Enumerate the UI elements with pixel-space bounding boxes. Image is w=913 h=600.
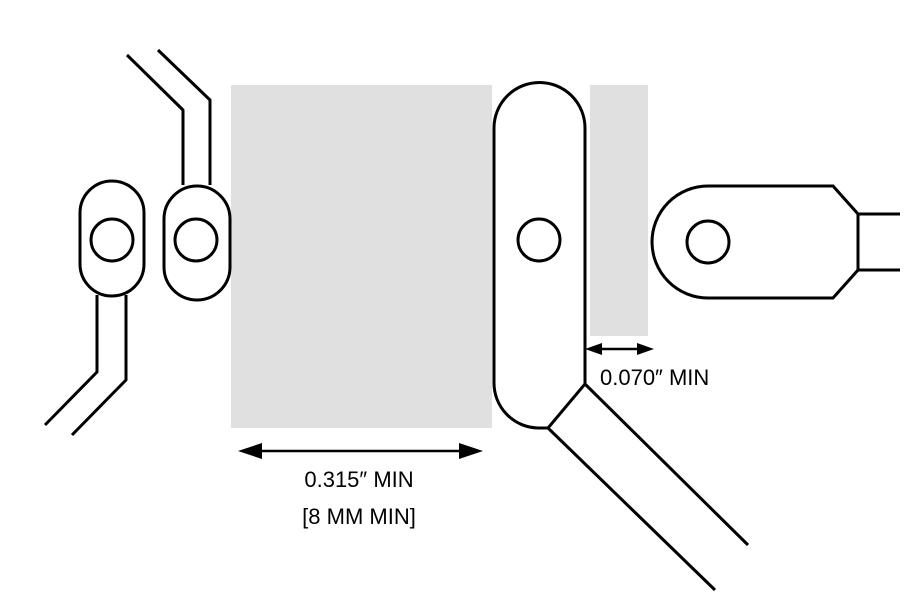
dimension-wide-label: 0.315″ MIN (304, 467, 413, 492)
dimension-wide-arrow-right (459, 443, 483, 459)
pad-center-hole (516, 217, 562, 263)
trace-far-left-outer (43, 295, 99, 427)
pad-center (492, 81, 750, 592)
pad-far-left-hole (89, 217, 135, 263)
pad-left-hole (173, 217, 219, 263)
dimension-narrow-arrow-left (585, 343, 602, 355)
pad-right (650, 184, 900, 300)
keepout-zone-narrow (590, 85, 648, 336)
dimension-narrow-label: 0.070″ MIN (600, 365, 709, 390)
pad-far-left (43, 179, 146, 437)
keepout-zone-wide (231, 85, 492, 428)
trace-far-left-inner (70, 295, 128, 437)
trace-center-lower (546, 426, 717, 592)
dimension-narrow-arrow-right (637, 343, 654, 355)
trace-center-upper (583, 382, 750, 547)
pad-right-hole (685, 219, 731, 265)
dimension-wide-arrow-left (238, 443, 262, 459)
dimension-wide: 0.315″ MIN [8 MM MIN] (238, 443, 483, 529)
trace-left-inner (156, 48, 212, 185)
pad-right-outline (650, 184, 860, 300)
dimension-narrow: 0.070″ MIN (585, 343, 709, 390)
pad-left (125, 48, 232, 302)
dimension-wide-label-metric: [8 MM MIN] (302, 504, 416, 529)
trace-left-outer (125, 53, 185, 185)
